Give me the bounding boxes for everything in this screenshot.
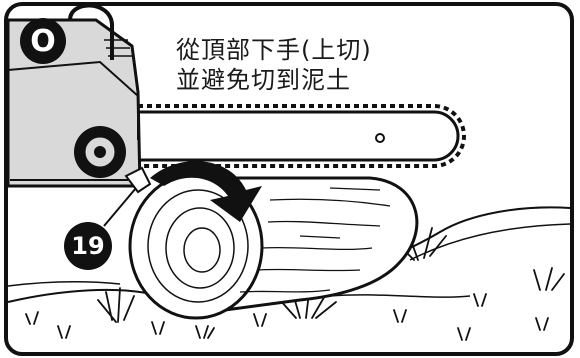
rotation-arrow-icon xyxy=(150,161,262,222)
chainsaw-bar-illustration xyxy=(118,104,466,168)
step-marker-badge: O xyxy=(20,18,66,64)
caption-line-2: 並避免切到泥土 xyxy=(176,66,351,94)
caption-line-1: 從頂部下手(上切) xyxy=(176,36,372,64)
part-reference-badge: 19 xyxy=(64,222,112,270)
grass-illustration xyxy=(25,227,565,341)
